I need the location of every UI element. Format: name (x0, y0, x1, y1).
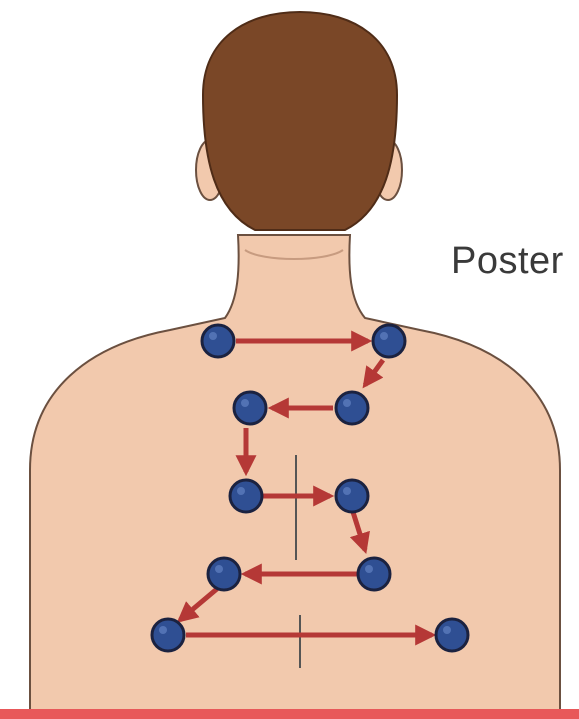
caption-label: Poster (451, 240, 564, 283)
point-1 (202, 325, 234, 357)
point-5 (230, 480, 262, 512)
point-10 (436, 619, 468, 651)
point-2 (373, 325, 405, 357)
head-hair (203, 12, 397, 230)
point-6 (336, 480, 368, 512)
point-3 (234, 392, 266, 424)
point-8 (358, 558, 390, 590)
point-9 (152, 619, 184, 651)
point-7 (208, 558, 240, 590)
bottom-bar (0, 709, 579, 719)
point-4 (336, 392, 368, 424)
